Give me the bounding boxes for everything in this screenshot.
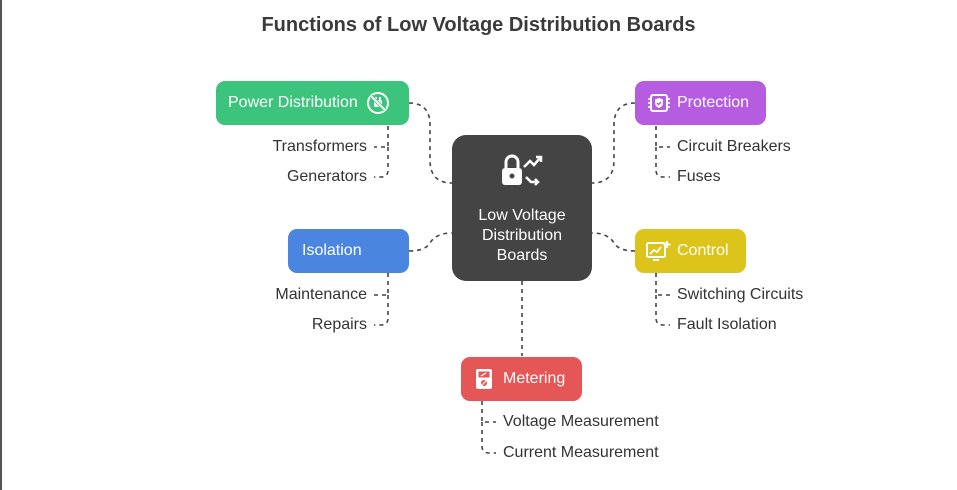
sub-item-circuit-breakers: Circuit Breakers — [677, 138, 791, 155]
monitor-chart-icon — [645, 239, 671, 263]
sub-item-fuses: Fuses — [677, 168, 721, 185]
connector-protection — [591, 102, 636, 184]
center-label-line3: Boards — [496, 246, 548, 264]
center-label-line1: Low Voltage — [478, 206, 566, 224]
node-metering: Metering — [461, 357, 582, 401]
node-control: Control — [635, 229, 746, 273]
sub-item-transformers: Transformers — [272, 138, 367, 155]
connector-isolation — [408, 232, 453, 252]
node-metering-label: Metering — [503, 370, 566, 387]
shield-chip-icon — [647, 91, 671, 115]
connector-maintenance — [374, 273, 389, 296]
sub-item-maintenance: Maintenance — [275, 286, 367, 303]
center-label-line2: Distribution — [481, 226, 563, 244]
node-isolation: Isolation — [288, 229, 409, 273]
connector-switching — [655, 273, 670, 296]
diagram-title: Functions of Low Voltage Distribution Bo… — [261, 14, 696, 36]
center-node: Low Voltage Distribution Boards — [452, 135, 592, 281]
connector-fault — [655, 295, 670, 326]
node-power-distribution-label: Power Distribution — [228, 94, 358, 111]
connector-current — [481, 422, 496, 454]
sub-item-fault-isolation: Fault Isolation — [677, 316, 777, 333]
center-label: Low Voltage Distribution Boards — [478, 206, 565, 266]
connector-generators — [374, 147, 389, 178]
connector-voltage — [481, 401, 496, 423]
connector-circuit-breakers — [655, 126, 670, 148]
sub-item-repairs: Repairs — [311, 316, 367, 333]
connector-repairs — [374, 295, 389, 326]
sub-item-current-measurement: Current Measurement — [503, 444, 659, 461]
sub-item-voltage-measurement: Voltage Measurement — [503, 413, 659, 430]
connector-transformers — [374, 126, 389, 148]
sub-item-switching-circuits: Switching Circuits — [677, 286, 804, 303]
node-control-label: Control — [677, 242, 729, 259]
node-isolation-label: Isolation — [302, 242, 362, 259]
no-plug-icon — [366, 91, 390, 115]
meter-icon — [473, 367, 495, 391]
connector-power — [408, 102, 453, 184]
connector-fuses — [655, 147, 670, 178]
node-protection-label: Protection — [677, 94, 750, 111]
connector-control — [591, 232, 636, 252]
node-power-distribution: Power Distribution — [216, 81, 409, 125]
node-protection: Protection — [635, 81, 766, 125]
left-border — [0, 0, 2, 490]
sub-item-generators: Generators — [286, 168, 367, 185]
lock-arrows-icon — [500, 151, 544, 196]
